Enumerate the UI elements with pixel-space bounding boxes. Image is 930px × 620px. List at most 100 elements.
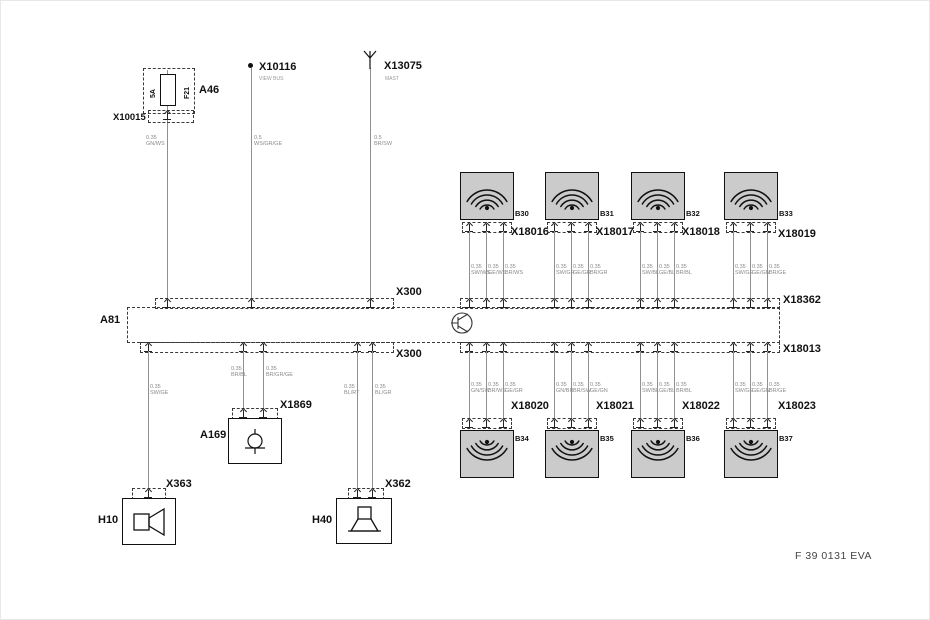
wire	[767, 231, 768, 299]
wire	[733, 231, 734, 299]
tweeter-icon	[637, 189, 679, 211]
pin	[584, 299, 592, 308]
pin	[465, 419, 473, 428]
speaker-icon	[466, 439, 508, 461]
splice-x10116-dot	[248, 63, 253, 68]
connector-label-x18013: X18013	[783, 343, 821, 355]
pin	[144, 489, 152, 498]
component-id: B34	[515, 434, 529, 443]
plate-number: F 39 0131 EVA	[795, 550, 872, 562]
splice-note: VIEW BUS	[259, 76, 284, 82]
wire	[674, 231, 675, 299]
pin	[465, 299, 473, 308]
horn-h10	[122, 498, 176, 545]
pin	[653, 299, 661, 308]
antenna-label-x13075: X13075	[384, 60, 422, 72]
connector-x10015	[148, 110, 194, 123]
pin	[636, 419, 644, 428]
wire-swge	[148, 351, 149, 488]
connector-label: X18016	[511, 226, 549, 238]
speaker-icon	[551, 439, 593, 461]
component-id: B36	[686, 434, 700, 443]
pin	[247, 299, 255, 308]
connector-label: X18018	[682, 226, 720, 238]
wire	[588, 231, 589, 299]
speaker-b37	[724, 430, 778, 478]
wire-brgrge	[263, 351, 264, 408]
connector-label: X18017	[596, 226, 634, 238]
transistor-icon	[451, 312, 473, 334]
amplifier-a81-outline	[127, 307, 780, 343]
pin	[550, 299, 558, 308]
wire-gnws	[167, 70, 168, 300]
component-id: B30	[515, 209, 529, 218]
component-label-h10: H10	[98, 514, 119, 526]
wire	[588, 351, 589, 418]
component-id: B31	[600, 209, 614, 218]
tweeter-icon	[466, 189, 508, 211]
antenna-amp-icon	[245, 429, 265, 454]
connector-x18362	[460, 298, 780, 309]
wire-blrt	[357, 351, 358, 488]
connector-x300-bottom	[140, 342, 394, 353]
wire	[767, 351, 768, 418]
pin	[353, 489, 361, 498]
wire	[571, 231, 572, 299]
connector-label-x362: X362	[385, 478, 411, 490]
pin	[567, 419, 575, 428]
pin	[670, 299, 678, 308]
pin	[482, 299, 490, 308]
pin	[163, 111, 171, 120]
wire	[571, 351, 572, 418]
fuse-rating: 5A	[150, 89, 157, 98]
pin	[499, 419, 507, 428]
component-id: B37	[779, 434, 793, 443]
pin	[670, 419, 678, 428]
connector-label: X18020	[511, 400, 549, 412]
pin	[763, 419, 771, 428]
connector-label-x300-bottom: X300	[396, 348, 422, 360]
component-id: B35	[600, 434, 614, 443]
wire	[486, 231, 487, 299]
pin	[259, 409, 267, 418]
wire	[674, 351, 675, 418]
horn-icon	[133, 507, 165, 537]
wire	[733, 351, 734, 418]
wire	[503, 231, 504, 299]
wire-brbl	[243, 351, 244, 408]
speaker-b32	[631, 172, 685, 220]
wire	[469, 351, 470, 418]
wire-brsw	[370, 68, 371, 300]
connector-label-x10015: X10015	[113, 112, 146, 123]
wire	[469, 231, 470, 299]
wire-wsgrge	[251, 68, 252, 300]
speaker-b33	[724, 172, 778, 220]
speaker-b30	[460, 172, 514, 220]
pin	[729, 419, 737, 428]
pin	[368, 489, 376, 498]
splice-label-x10116: X10116	[259, 61, 297, 73]
